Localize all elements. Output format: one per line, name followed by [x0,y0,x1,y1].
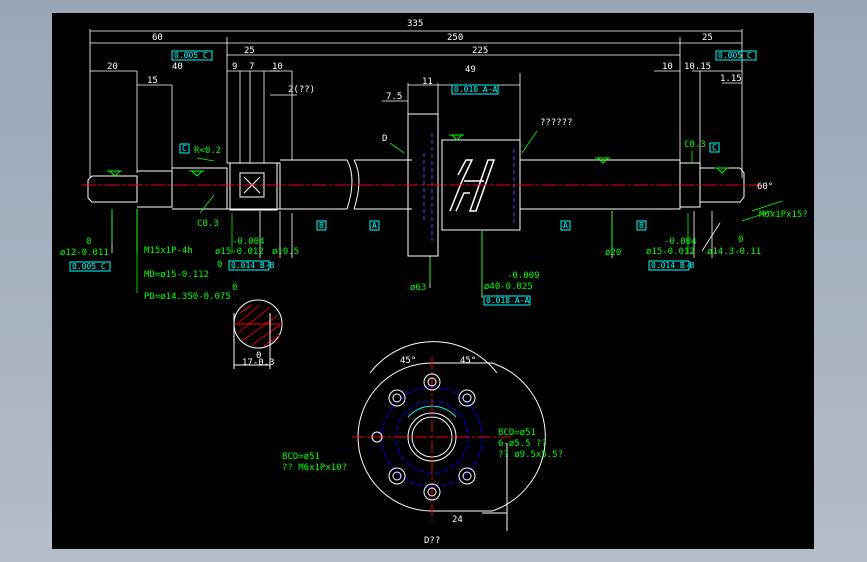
tol-top-left: 0.005 C [174,51,208,60]
dim-7: 7 [249,62,254,72]
dia63: ø63 [410,283,426,293]
dim-60: 60 [152,33,163,43]
dia15b: ø15-0.012 [646,247,695,257]
bcd-right: BCD=ø51 [498,428,536,438]
dim-60-deg: 60° [757,182,773,192]
tol-b1: 0.005 C [72,262,106,271]
dim-20: 20 [107,62,118,72]
dim-45-right: 45° [460,356,476,366]
dim-15: 15 [147,76,158,86]
bcd-left: BCD=ø51 [282,452,320,462]
label-md: MD=ø15-0.112 [144,270,209,280]
datum-b-left: B [319,221,324,230]
dim-25-right: 25 [702,33,713,43]
tol-b4: 0.014 B-B [651,261,695,270]
tol-top-right: 0.005 C [718,51,752,60]
label-c0-3-right: C0.3 [684,140,706,150]
nut-logo [449,159,496,212]
leader-lines [111,130,783,293]
dim-10-15: 10.15 [684,62,711,72]
label-m15: M15x1P-4h [144,246,193,256]
md-top: 0 [217,260,222,270]
dim-10b: 10 [662,62,673,72]
dia15b-top: -0.004 [664,237,697,247]
flange-view [352,341,546,531]
dim-40: 40 [172,62,183,72]
dim-45-left: 45° [400,356,416,366]
holes-spec: 6-ø5.5 ?? [498,439,547,449]
tol-b3: 0.018 A-A [486,296,530,305]
drawing-canvas[interactable]: 335 60 250 25 25 225 20 40 15 9 7 10 2(?… [52,13,814,549]
bottom-d: D?? [424,536,440,546]
label-r0-2: R<0.2 [194,146,221,156]
dia12: ø12-0.011 [60,248,109,258]
label-nut: ?????? [540,118,573,128]
label-d: D [382,134,387,144]
datum-c-left: C [182,144,187,153]
datum-c-right: C [712,143,717,152]
pd-top: 0 [232,283,237,293]
tol-nut-top: 0.010 A-A [454,85,498,94]
datum-a-right: A [563,221,568,230]
dim-17: 17-0.3 [242,358,275,368]
datum-a-left: A [372,221,377,230]
tol-b2: 0.014 B-B [231,261,275,270]
dimension-lines [89,29,743,298]
dim-10a: 10 [272,62,283,72]
label-m6: M6x1Px15? [759,210,808,220]
datum-b-right: B [639,221,644,230]
dim-1-15: 1.15 [720,74,742,84]
hidden-lines [423,133,515,241]
dia14-3: ø14.3-0.11 [707,247,761,257]
dia40: ø40-0.025 [484,282,533,292]
dim-overall: 335 [407,19,423,29]
cbore-spec: ?? ø9.5x5.5? [498,450,563,460]
dim-225: 225 [472,46,488,56]
dia19-5: ø19.5 [272,247,299,257]
datum-markers [179,142,720,231]
dia12-top: 0 [86,237,91,247]
dia15a-top: -0.004 [232,237,265,247]
label-pd: PD=ø14.350-0.075 [144,292,231,302]
tolerance-frames [69,50,757,306]
m6-left: ?? M6x1Px10? [282,463,347,473]
dia15a: ø15-0.012 [215,247,264,257]
dia14-3-top: 0 [738,235,743,245]
dim-25: 25 [244,46,255,56]
dim-9: 9 [232,62,237,72]
dia40-top: -0.009 [507,271,540,281]
dim-49: 49 [465,65,476,75]
surface-symbols [107,134,729,177]
dia20: ø20 [605,248,621,258]
dim-11: 11 [422,77,433,87]
dim-250: 250 [447,33,463,43]
label-c0-3-left: C0.3 [197,219,219,229]
thread-section [233,299,283,369]
dim-2: 2(??) [288,85,315,95]
dim-7-5: 7.5 [386,92,402,102]
ball-screw-drawing: 335 60 250 25 25 225 20 40 15 9 7 10 2(?… [60,19,808,546]
dim-24: 24 [452,515,463,525]
dim-17-top: 0 [256,351,261,361]
